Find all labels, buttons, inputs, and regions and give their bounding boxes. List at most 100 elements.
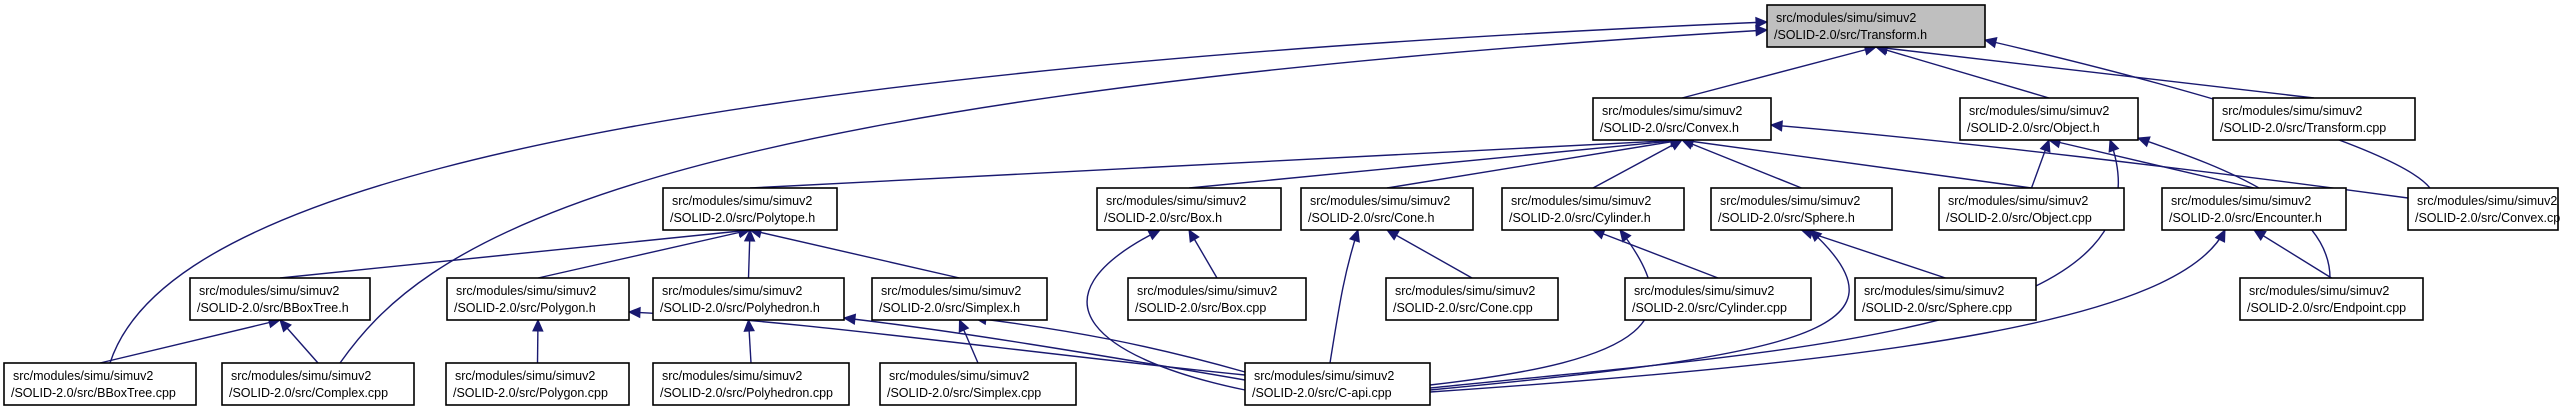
- node-capi-cpp[interactable]: src/modules/simu/simuv2/SOLID-2.0/src/C-…: [1244, 362, 1431, 406]
- node-box-h[interactable]: src/modules/simu/simuv2/SOLID-2.0/src/Bo…: [1096, 187, 1282, 231]
- edge-bboxtree_cpp-to-bboxtree_h: [99, 317, 282, 364]
- edge-polyhedron_cpp-to-polyhedron_h: [743, 318, 755, 364]
- node-cylinder-cpp[interactable]: src/modules/simu/simuv2/SOLID-2.0/src/Cy…: [1624, 277, 1812, 321]
- edge-capi_cpp-to-sphere_h: [1429, 229, 1850, 391]
- node-cone-h[interactable]: src/modules/simu/simuv2/SOLID-2.0/src/Co…: [1300, 187, 1474, 231]
- edge-line: [749, 139, 1683, 189]
- edge-line: [1329, 229, 1359, 364]
- edge-line: [1592, 229, 1719, 279]
- node-label-line1: src/modules/simu/simuv2: [231, 369, 371, 383]
- node-box[interactable]: [652, 277, 845, 321]
- node-box[interactable]: [1300, 187, 1474, 231]
- node-polygon-h[interactable]: src/modules/simu/simuv2/SOLID-2.0/src/Po…: [446, 277, 630, 321]
- node-label-line2: /SOLID-2.0/src/Box.h: [1104, 211, 1222, 225]
- edge-cylinder_cpp-to-cylinder_h: [1591, 228, 1719, 279]
- node-box[interactable]: [1710, 187, 1893, 231]
- node-box[interactable]: [662, 187, 838, 231]
- node-box[interactable]: [221, 362, 415, 406]
- node-box[interactable]: [1624, 277, 1812, 321]
- edge-line: [1801, 229, 1946, 279]
- edge-bboxtree_cpp-to-transform_h: [109, 16, 1769, 364]
- node-label-line1: src/modules/simu/simuv2: [1511, 194, 1651, 208]
- node-object-h[interactable]: src/modules/simu/simuv2/SOLID-2.0/src/Ob…: [1959, 97, 2139, 141]
- node-box[interactable]: [1096, 187, 1282, 231]
- node-transform-h[interactable]: src/modules/simu/simuv2/SOLID-2.0/src/Tr…: [1766, 4, 1986, 48]
- node-polygon-cpp[interactable]: src/modules/simu/simuv2/SOLID-2.0/src/Po…: [445, 362, 630, 406]
- node-box-cpp[interactable]: src/modules/simu/simuv2/SOLID-2.0/src/Bo…: [1127, 277, 1307, 321]
- node-endpoint-cpp[interactable]: src/modules/simu/simuv2/SOLID-2.0/src/En…: [2239, 277, 2424, 321]
- node-label-line1: src/modules/simu/simuv2: [1106, 194, 1246, 208]
- node-box[interactable]: [1127, 277, 1307, 321]
- edge-line: [109, 21, 1768, 364]
- node-box[interactable]: [2407, 187, 2559, 231]
- edge-line: [843, 317, 1246, 381]
- node-box[interactable]: [871, 277, 1048, 321]
- node-label-line1: src/modules/simu/simuv2: [2171, 194, 2311, 208]
- node-simplex-cpp[interactable]: src/modules/simu/simuv2/SOLID-2.0/src/Si…: [879, 362, 1077, 406]
- arrowhead-icon: [842, 313, 857, 326]
- node-box[interactable]: [652, 362, 850, 406]
- node-complex-cpp[interactable]: src/modules/simu/simuv2/SOLID-2.0/src/Co…: [221, 362, 415, 406]
- node-encounter-h[interactable]: src/modules/simu/simuv2/SOLID-2.0/src/En…: [2161, 187, 2347, 231]
- edge-polytope_h-to-convex_h: [749, 134, 1684, 189]
- node-label-line1: src/modules/simu/simuv2: [1948, 194, 2088, 208]
- edge-complex_cpp-to-bboxtree_h: [279, 319, 319, 364]
- node-cone-cpp[interactable]: src/modules/simu/simuv2/SOLID-2.0/src/Co…: [1385, 277, 1559, 321]
- arrowhead-icon: [1983, 36, 1998, 49]
- edge-object_cpp-to-object_h: [2030, 138, 2051, 189]
- node-bboxtree-cpp[interactable]: src/modules/simu/simuv2/SOLID-2.0/src/BB…: [3, 362, 197, 406]
- node-transform-cpp[interactable]: src/modules/simu/simuv2/SOLID-2.0/src/Tr…: [2212, 97, 2416, 141]
- node-box[interactable]: [1959, 97, 2139, 141]
- arrowhead-icon: [532, 318, 544, 332]
- node-label-line2: /SOLID-2.0/src/Cylinder.h: [1509, 211, 1651, 225]
- edge-capi_cpp-to-polyhedron_h: [842, 313, 1246, 381]
- node-label-line2: /SOLID-2.0/src/Transform.h: [1774, 28, 1927, 42]
- node-simplex-h[interactable]: src/modules/simu/simuv2/SOLID-2.0/src/Si…: [871, 277, 1048, 321]
- edge-line: [279, 229, 751, 279]
- node-polyhedron-h[interactable]: src/modules/simu/simuv2/SOLID-2.0/src/Po…: [652, 277, 845, 321]
- node-label-line1: src/modules/simu/simuv2: [1969, 104, 2109, 118]
- arrowhead-icon: [1188, 228, 1200, 243]
- node-label-line2: /SOLID-2.0/src/Cone.h: [1308, 211, 1434, 225]
- node-box[interactable]: [1501, 187, 1685, 231]
- node-box[interactable]: [1592, 97, 1772, 141]
- node-label-line1: src/modules/simu/simuv2: [1137, 284, 1277, 298]
- node-box[interactable]: [445, 362, 630, 406]
- node-box[interactable]: [446, 277, 630, 321]
- node-label-line1: src/modules/simu/simuv2: [1864, 284, 2004, 298]
- node-label-line1: src/modules/simu/simuv2: [1634, 284, 1774, 298]
- node-label-line1: src/modules/simu/simuv2: [889, 369, 1029, 383]
- node-box[interactable]: [2161, 187, 2347, 231]
- node-box[interactable]: [1766, 4, 1986, 48]
- arrowhead-icon: [1147, 229, 1162, 241]
- node-box[interactable]: [879, 362, 1077, 406]
- node-sphere-cpp[interactable]: src/modules/simu/simuv2/SOLID-2.0/src/Sp…: [1854, 277, 2037, 321]
- node-sphere-h[interactable]: src/modules/simu/simuv2/SOLID-2.0/src/Sp…: [1710, 187, 1893, 231]
- edge-box_cpp-to-box_h: [1188, 228, 1218, 279]
- node-box[interactable]: [3, 362, 197, 406]
- node-convex-h[interactable]: src/modules/simu/simuv2/SOLID-2.0/src/Co…: [1592, 97, 1772, 141]
- edge-line: [1086, 229, 1246, 391]
- node-box[interactable]: [1938, 187, 2125, 231]
- node-polytope-h[interactable]: src/modules/simu/simuv2/SOLID-2.0/src/Po…: [662, 187, 838, 231]
- node-box[interactable]: [1244, 362, 1431, 406]
- node-label-line1: src/modules/simu/simuv2: [455, 369, 595, 383]
- node-label-line2: /SOLID-2.0/src/Polytope.h: [670, 211, 815, 225]
- node-polyhedron-cpp[interactable]: src/modules/simu/simuv2/SOLID-2.0/src/Po…: [652, 362, 850, 406]
- edge-line: [1386, 139, 1683, 189]
- node-convex-cpp[interactable]: src/modules/simu/simuv2/SOLID-2.0/src/Co…: [2407, 187, 2560, 231]
- edge-line: [1592, 139, 1683, 189]
- node-box[interactable]: [1854, 277, 2037, 321]
- arrowhead-icon: [1619, 229, 1632, 243]
- node-object-cpp[interactable]: src/modules/simu/simuv2/SOLID-2.0/src/Ob…: [1938, 187, 2125, 231]
- node-box[interactable]: [1385, 277, 1559, 321]
- node-bboxtree-h[interactable]: src/modules/simu/simuv2/SOLID-2.0/src/BB…: [189, 277, 371, 321]
- edge-object_h-to-transform_h: [1874, 44, 2050, 99]
- node-cylinder-h[interactable]: src/modules/simu/simuv2/SOLID-2.0/src/Cy…: [1501, 187, 1685, 231]
- edge-line: [1681, 46, 1877, 99]
- node-box[interactable]: [2239, 277, 2424, 321]
- node-box[interactable]: [2212, 97, 2416, 141]
- node-box[interactable]: [189, 277, 371, 321]
- node-label-line2: /SOLID-2.0/src/Polyhedron.cpp: [660, 386, 833, 400]
- node-label-line2: /SOLID-2.0/src/C-api.cpp: [1252, 386, 1392, 400]
